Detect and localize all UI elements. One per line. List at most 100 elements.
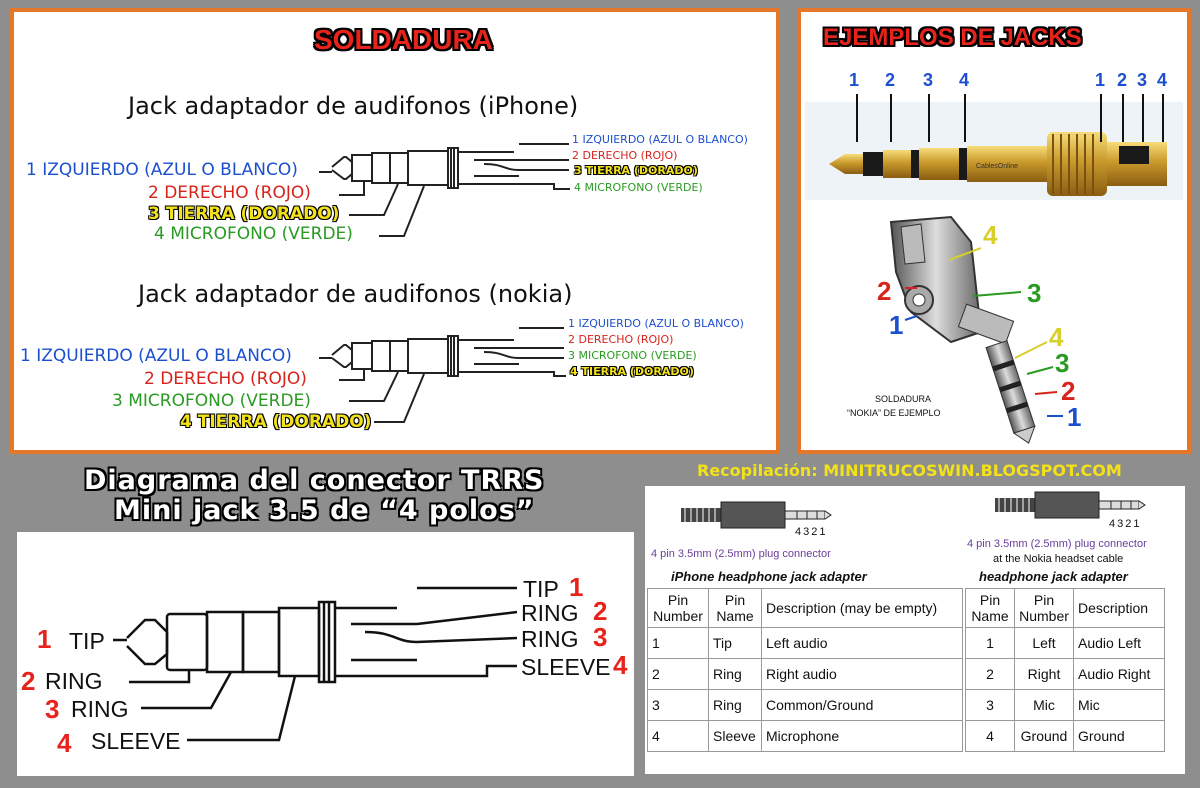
socket-label-4-top: 4 xyxy=(983,220,998,250)
trrs-right-num-2: 2 xyxy=(593,596,608,626)
example-jacks-drawing: CablesOnline xyxy=(805,94,1183,444)
socket-label-2-bottom: 2 xyxy=(1061,376,1076,406)
table-cell: Left xyxy=(1014,627,1074,659)
iphone-right-3: 3 TIERRA (DORADO) xyxy=(574,164,698,177)
header-cell: Pin Name xyxy=(965,588,1015,628)
iphone-left-2: 2 DERECHO (ROJO) xyxy=(148,183,311,203)
plug-right-num-4: 4 xyxy=(1157,70,1168,90)
nokia-plug-icon xyxy=(995,491,1146,519)
plug-right-num-2: 2 xyxy=(1117,70,1128,90)
socket-label-4-bottom: 4 xyxy=(1049,322,1064,352)
pin-tables-panel: 4321 4321 4 pin 3.5mm (2.5mm) plug conne… xyxy=(645,486,1185,774)
table-cell: 2 xyxy=(965,658,1015,690)
header-cell: Description xyxy=(1073,588,1165,628)
solder-diagrams xyxy=(319,143,570,423)
plug-left-num-1: 1 xyxy=(849,70,860,90)
socket-label-3-bottom: 3 xyxy=(1055,348,1070,378)
plug-left-num-4: 4 xyxy=(959,70,970,90)
socket-label-1-bottom: 1 xyxy=(1067,402,1082,432)
table-cell: Audio Right xyxy=(1073,658,1165,690)
trrs-right-label-1: TIP xyxy=(523,576,559,602)
iphone-left-1: 1 IZQUIERDO (AZUL O BLANCO) xyxy=(26,160,298,180)
plug-right-num-1: 1 xyxy=(1095,70,1106,90)
iphone-pin-marks: 4321 xyxy=(795,526,828,538)
nokia-left-4: 4 TIERRA (DORADO) xyxy=(180,412,372,432)
plug-left-num-3: 3 xyxy=(923,70,934,90)
table-cell: 3 xyxy=(965,689,1015,721)
gold-plug-icon xyxy=(829,132,1167,196)
header-cell: Description (may be empty) xyxy=(761,588,963,628)
nokia-left-1: 1 IZQUIERDO (AZUL O BLANCO) xyxy=(20,346,292,366)
iphone-plug-icon xyxy=(681,501,832,529)
trrs-right-num-4: 4 xyxy=(613,650,628,680)
table-cell: 3 xyxy=(647,689,709,721)
plug-brand: CablesOnline xyxy=(976,163,1018,170)
trrs-title-line2: Mini jack 3.5 de “4 polos” xyxy=(114,495,535,526)
iphone-left-4: 4 MICROFONO (VERDE) xyxy=(154,224,353,244)
credit-text: Recopilación: MINITRUCOSWIN.BLOGSPOT.COM xyxy=(697,461,1122,480)
header-cell: Pin Name xyxy=(708,588,762,628)
table-cell: Mic xyxy=(1014,689,1074,721)
trrs-left-label-2: RING xyxy=(45,668,103,694)
header-cell: Pin Number xyxy=(1014,588,1074,628)
trrs-panel: 1 TIP 2 RING 3 RING 4 SLEEVE TIP 1 RING … xyxy=(17,532,634,776)
trrs-left-num-1: 1 xyxy=(37,624,52,654)
nokia-plug-caption: 4 pin 3.5mm (2.5mm) plug connector xyxy=(967,538,1147,550)
solder-title: SOLDADURA xyxy=(314,24,493,55)
nokia-plug-caption-2: at the Nokia headset cable xyxy=(993,553,1124,565)
plug-left-num-2: 2 xyxy=(885,70,896,90)
plug-connector-drawings xyxy=(681,491,1146,529)
nokia-right-3: 3 MICROFONO (VERDE) xyxy=(568,349,697,362)
socket-label-1-top: 1 xyxy=(889,310,904,340)
trrs-right-label-3: RING xyxy=(521,626,579,652)
socket-caption-1: SOLDADURA xyxy=(875,394,932,404)
socket-label-2-top: 2 xyxy=(877,276,892,306)
table-header-row: Pin Number Pin Name Description (may be … xyxy=(647,588,963,628)
header-cell: Pin Number xyxy=(647,588,709,628)
table-cell: 1 xyxy=(647,627,709,659)
nokia-right-2: 2 DERECHO (ROJO) xyxy=(568,333,674,346)
table-cell: Common/Ground xyxy=(761,689,963,721)
nokia-pin-marks: 4321 xyxy=(1109,518,1142,530)
nokia-jack-drawing xyxy=(319,327,566,423)
iphone-plug-caption: 4 pin 3.5mm (2.5mm) plug connector xyxy=(651,548,831,560)
nokia-left-2: 2 DERECHO (ROJO) xyxy=(144,369,307,389)
table-cell: 2 xyxy=(647,658,709,690)
trrs-left-num-4: 4 xyxy=(57,728,72,758)
table-cell: 4 xyxy=(965,720,1015,752)
table-cell: Ring xyxy=(708,689,762,721)
plug-right-num-3: 3 xyxy=(1137,70,1148,90)
trrs-right-num-1: 1 xyxy=(569,572,584,602)
table-cell: Microphone xyxy=(761,720,963,752)
table-cell: Tip xyxy=(708,627,762,659)
table-cell: 4 xyxy=(647,720,709,752)
table-cell: Audio Left xyxy=(1073,627,1165,659)
table-cell: 1 xyxy=(965,627,1015,659)
solder-panel: SOLDADURA Jack adaptador de audifonos (i… xyxy=(10,8,780,454)
table-cell: Sleeve xyxy=(708,720,762,752)
iphone-jack-drawing xyxy=(319,143,570,237)
trrs-left-label-3: RING xyxy=(71,696,129,722)
nokia-right-4: 4 TIERRA (DORADO) xyxy=(570,365,694,378)
trrs-left-label-4: SLEEVE xyxy=(91,728,181,754)
nokia-table-title: headphone jack adapter xyxy=(979,569,1128,584)
table-cell: Right xyxy=(1014,658,1074,690)
socket-label-3-top: 3 xyxy=(1027,278,1042,308)
nokia-right-1: 1 IZQUIERDO (AZUL O BLANCO) xyxy=(568,317,744,330)
nokia-heading: Jack adaptador de audifonos (nokia) xyxy=(138,280,573,308)
examples-title: EJEMPLOS DE JACKS xyxy=(823,24,1082,51)
trrs-left-num-2: 2 xyxy=(21,666,36,696)
socket-caption-2: “NOKIA” DE EJEMPLO xyxy=(847,408,941,418)
examples-panel: EJEMPLOS DE JACKS xyxy=(797,8,1191,454)
table-cell: Left audio xyxy=(761,627,963,659)
table-cell: Mic xyxy=(1073,689,1165,721)
table-header-row: Pin Name Pin Number Description xyxy=(965,588,1165,628)
iphone-table-title: iPhone headphone jack adapter xyxy=(671,569,867,584)
